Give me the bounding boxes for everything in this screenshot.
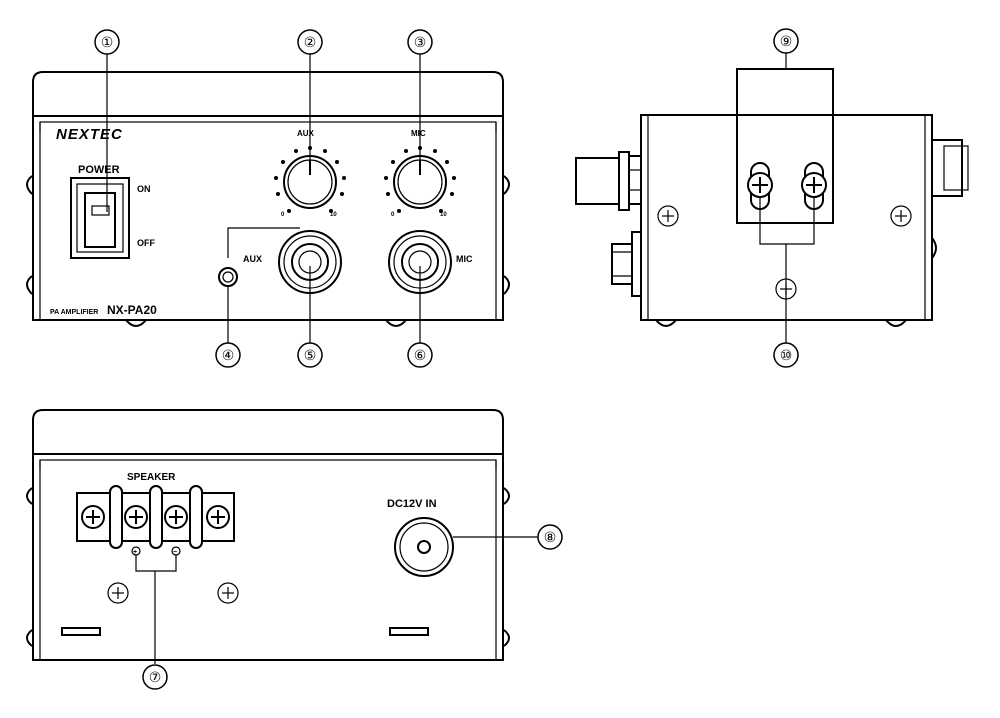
svg-text:⑥: ⑥ [414,348,427,364]
mounting-bracket [736,68,834,224]
plus-sign: + [133,549,137,556]
callout-5: ⑤ [297,342,323,368]
mic-scale-min: 0 [391,212,395,218]
power-off-label: OFF [137,238,155,248]
foot [26,487,33,505]
mic-knob-label: MIC [411,129,426,138]
model-prefix: PA AMPLIFIER [50,309,98,316]
mic-scale-dots [384,146,456,213]
front-panel [39,121,497,321]
side-view [575,53,969,343]
aux-knob-label: AUX [297,129,315,138]
rear-view: SPEAKER + − [26,409,538,664]
callout-10: ⑩ [773,342,799,368]
foot [885,319,907,327]
svg-text:⑦: ⑦ [149,670,162,686]
mic-scale-max: 10 [440,212,447,218]
callout-9: ⑨ [773,28,799,54]
callouts: ① ② ③ ④ ⑤ ⑥ ⑦ ⑧ ⑨ ⑩ [94,28,799,690]
rear-panel [39,459,497,661]
svg-text:③: ③ [414,35,427,51]
terminal-screw-plus[interactable] [124,505,148,529]
model-name: NX-PA20 [107,303,157,317]
terminal-screw [81,505,105,529]
top-cover [32,71,504,116]
minus-sign: − [173,549,177,556]
foot [26,629,33,647]
aux-scale-max: 10 [330,212,337,218]
terminal-screw [206,505,230,529]
foot [503,175,510,195]
foot [503,275,510,295]
svg-text:⑨: ⑨ [780,34,793,50]
panel-screw [890,205,912,227]
callout-6: ⑥ [407,342,433,368]
svg-text:⑤: ⑤ [304,348,317,364]
foot [931,237,937,259]
mic-jack-label: MIC [456,254,473,264]
terminal-screw-minus[interactable] [164,505,188,529]
panel-screw [217,582,239,604]
jack-body [611,243,633,285]
power-switch[interactable] [84,192,116,248]
brand-logo: NEXTEC [56,126,123,143]
power-on-label: ON [137,184,151,194]
foot [503,629,510,647]
callout-8: ⑧ [537,524,563,550]
callout-1: ① [94,29,120,55]
svg-text:⑩: ⑩ [780,348,793,364]
svg-text:⑧: ⑧ [544,530,557,546]
callout-2: ② [297,29,323,55]
foot [655,319,677,327]
aux-scale-min: 0 [281,212,285,218]
vent-slot [61,627,101,636]
rear-terminal [931,139,963,197]
aux-jack-label: AUX [243,254,262,264]
callout-7: ⑦ [142,664,168,690]
dc-power-jack[interactable] [394,517,454,577]
bracket-screw [801,172,827,198]
power-switch-frame [70,177,130,259]
foot [385,319,407,327]
panel-screw [657,205,679,227]
top-cover [32,409,504,454]
foot [26,275,33,295]
rear-panel-outer [32,453,504,661]
svg-text:②: ② [304,35,317,51]
dc-input-label: DC12V IN [387,498,437,510]
callout-3: ③ [407,29,433,55]
foot [503,487,510,505]
panel-screw [107,582,129,604]
knob-shaft [575,157,620,205]
power-label: POWER [78,164,120,176]
foot [26,175,33,195]
speaker-label: SPEAKER [127,472,176,483]
power-led [218,267,238,287]
callout-4: ④ [215,342,241,368]
front-view: NEXTEC POWER ON OFF PA AMPLIFIER NX-PA20… [26,54,510,343]
svg-text:④: ④ [222,348,235,364]
bracket-screw [747,172,773,198]
vent-slot [389,627,429,636]
foot [125,319,147,327]
svg-text:①: ① [101,35,114,51]
